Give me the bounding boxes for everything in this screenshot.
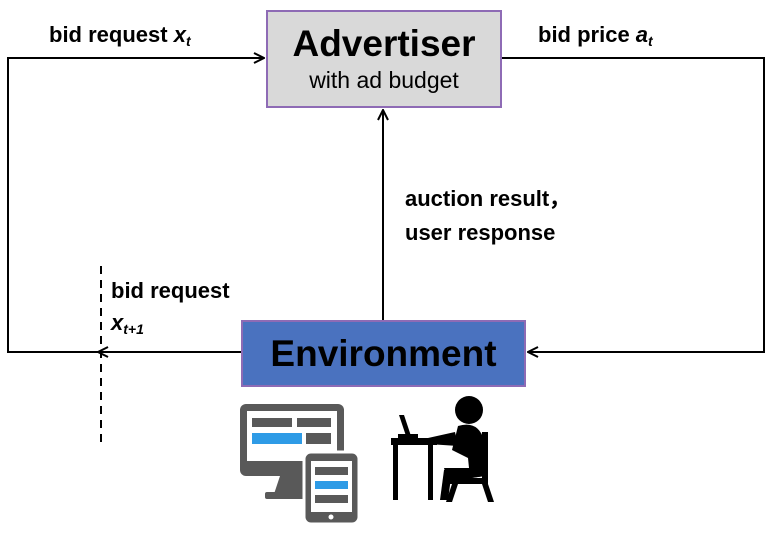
bid-price-label: bid price at [538,22,653,54]
user-at-computer-icon [391,396,494,502]
advertiser-title: Advertiser [292,23,476,64]
auction-result-line1: auction result， [405,186,572,211]
next-bid-request-variable-wrap: xt+1 [111,310,230,342]
next-bid-request-label: bid request xt+1 [111,278,230,342]
bid-price-subscript: t [648,33,653,49]
next-bid-request-subscript: t+1 [123,321,144,337]
environment-title: Environment [270,332,497,374]
advertiser-subtitle: with ad budget [309,67,459,93]
next-bid-request-text: bid request [111,278,230,303]
bid-request-text: bid request [49,22,174,47]
bid-price-text: bid price [538,22,636,47]
auction-result-label: auction result， user response [405,186,571,246]
bid-price-arrow [502,57,765,352]
auction-result-line2: user response [405,220,556,245]
environment-box: Environment [241,320,526,387]
bid-price-variable: a [635,22,649,47]
advertiser-box: Advertiser with ad budget [266,10,502,108]
computer-tablet-icon [240,404,361,526]
next-bid-request-variable: x [111,310,124,335]
bid-request-variable: x [173,22,186,47]
bid-request-subscript: t [185,33,191,49]
bid-request-label: bid request xt [49,22,191,54]
